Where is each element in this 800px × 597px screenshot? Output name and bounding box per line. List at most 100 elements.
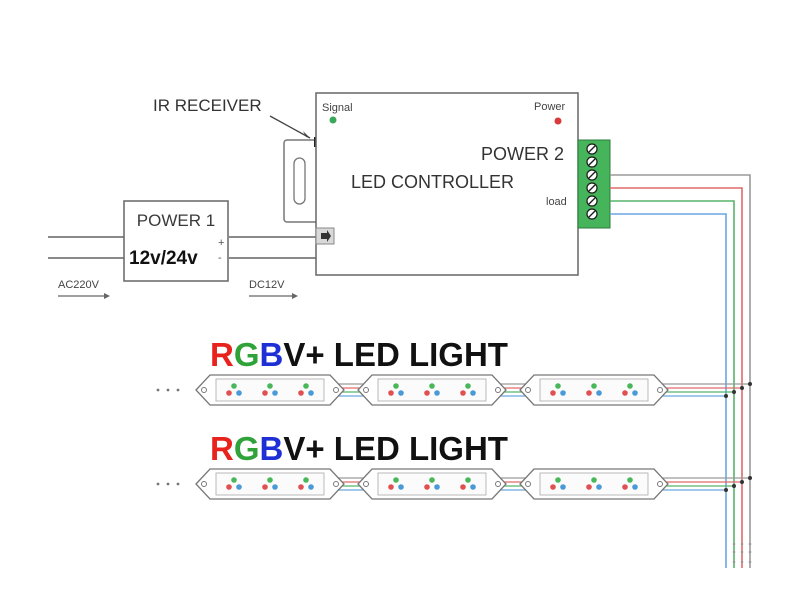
strip1-letter-g: G xyxy=(234,336,260,373)
led-dot xyxy=(632,484,638,490)
strip-continuation-dot xyxy=(166,388,170,392)
dc12v-indicator: DC12V xyxy=(249,279,298,299)
ac220v-indicator: AC220V xyxy=(58,279,110,299)
bus-junction xyxy=(740,386,744,390)
ir-receiver-label: IR RECEIVER xyxy=(153,96,262,115)
led-strip-row xyxy=(156,468,752,500)
power1-plus-terminal: + xyxy=(218,237,224,249)
led-dot xyxy=(596,484,602,490)
wire-continuation-dots xyxy=(732,542,752,564)
led-dot xyxy=(236,390,242,396)
led-module xyxy=(519,468,669,500)
led-module-board xyxy=(215,472,325,496)
bus-junction xyxy=(748,382,752,386)
led-dot xyxy=(308,390,314,396)
led-dot xyxy=(627,477,633,483)
bus-junction xyxy=(724,488,728,492)
led-dot xyxy=(586,484,592,490)
led-dot xyxy=(303,383,309,389)
mount-hole xyxy=(495,387,501,393)
led-dot xyxy=(429,383,435,389)
terminal-block xyxy=(577,139,611,229)
led-module xyxy=(519,374,669,406)
power1-box: POWER 1 12v/24v + - xyxy=(123,200,229,282)
power1-voltage: 12v/24v xyxy=(129,248,198,269)
led-dot xyxy=(226,390,232,396)
led-dot xyxy=(555,477,561,483)
strip-title-1: RGBV+ LED LIGHT xyxy=(210,336,508,373)
led-dot xyxy=(622,484,628,490)
led-dot xyxy=(226,484,232,490)
mount-hole xyxy=(495,481,501,487)
strip-title-2: RGBV+ LED LIGHT xyxy=(210,430,508,467)
led-strips xyxy=(156,374,752,500)
strip-continuation-dot xyxy=(166,482,170,486)
mount-hole xyxy=(201,387,207,393)
load-label: load xyxy=(546,196,567,208)
led-dot xyxy=(627,383,633,389)
led-dot xyxy=(262,484,268,490)
ac-input-wires xyxy=(48,236,124,259)
bus-junction xyxy=(732,390,736,394)
mount-hole xyxy=(333,481,339,487)
led-dot xyxy=(393,383,399,389)
led-module xyxy=(195,374,345,406)
led-dot xyxy=(465,477,471,483)
mount-hole xyxy=(363,481,369,487)
led-module-board xyxy=(377,378,487,402)
bus-junction xyxy=(732,484,736,488)
strip1-letter-b: B xyxy=(260,336,284,373)
strip-continuation-dot xyxy=(156,388,160,392)
led-dot xyxy=(272,390,278,396)
led-dot xyxy=(622,390,628,396)
signal-led xyxy=(329,116,337,124)
dc-wires xyxy=(228,236,316,259)
strip2-letter-g: G xyxy=(234,430,260,467)
led-dot xyxy=(303,477,309,483)
led-dot xyxy=(267,383,273,389)
strip1-letter-r: R xyxy=(210,336,234,373)
led-module-board xyxy=(539,472,649,496)
led-dot xyxy=(586,390,592,396)
mount-hole xyxy=(657,481,663,487)
led-dot xyxy=(236,484,242,490)
mount-hole xyxy=(657,387,663,393)
mount-hole xyxy=(525,387,531,393)
led-dot xyxy=(388,484,394,490)
led-module xyxy=(357,374,507,406)
led-dot xyxy=(298,390,304,396)
led-dot xyxy=(470,390,476,396)
led-dot xyxy=(231,477,237,483)
led-dot xyxy=(460,390,466,396)
bus-junction xyxy=(724,394,728,398)
mount-hole xyxy=(333,387,339,393)
strip2-rest: V+ LED LIGHT xyxy=(283,430,508,467)
output-wires xyxy=(610,174,751,568)
led-dot xyxy=(267,477,273,483)
power2-label: POWER 2 xyxy=(481,144,564,164)
led-dot xyxy=(298,484,304,490)
mount-hole xyxy=(201,481,207,487)
led-dot xyxy=(398,390,404,396)
mount-hole xyxy=(525,481,531,487)
led-dot xyxy=(393,477,399,483)
bus-junction xyxy=(740,480,744,484)
led-dot xyxy=(272,484,278,490)
led-dot xyxy=(388,390,394,396)
dc12v-label: DC12V xyxy=(249,279,285,291)
strip2-letter-b: B xyxy=(260,430,284,467)
led-dot xyxy=(591,383,597,389)
led-dot xyxy=(424,390,430,396)
led-dot xyxy=(550,484,556,490)
led-dot xyxy=(560,484,566,490)
led-dot xyxy=(434,484,440,490)
strip-continuation-dot xyxy=(156,482,160,486)
strip-continuation-dot xyxy=(176,388,180,392)
strip-continuation-dot xyxy=(176,482,180,486)
led-module xyxy=(195,468,345,500)
power-led-label: Power xyxy=(534,101,566,113)
led-dot xyxy=(308,484,314,490)
led-module-board xyxy=(215,378,325,402)
led-controller-box: Signal Power POWER 2 LED CONTROLLER load xyxy=(315,92,579,276)
